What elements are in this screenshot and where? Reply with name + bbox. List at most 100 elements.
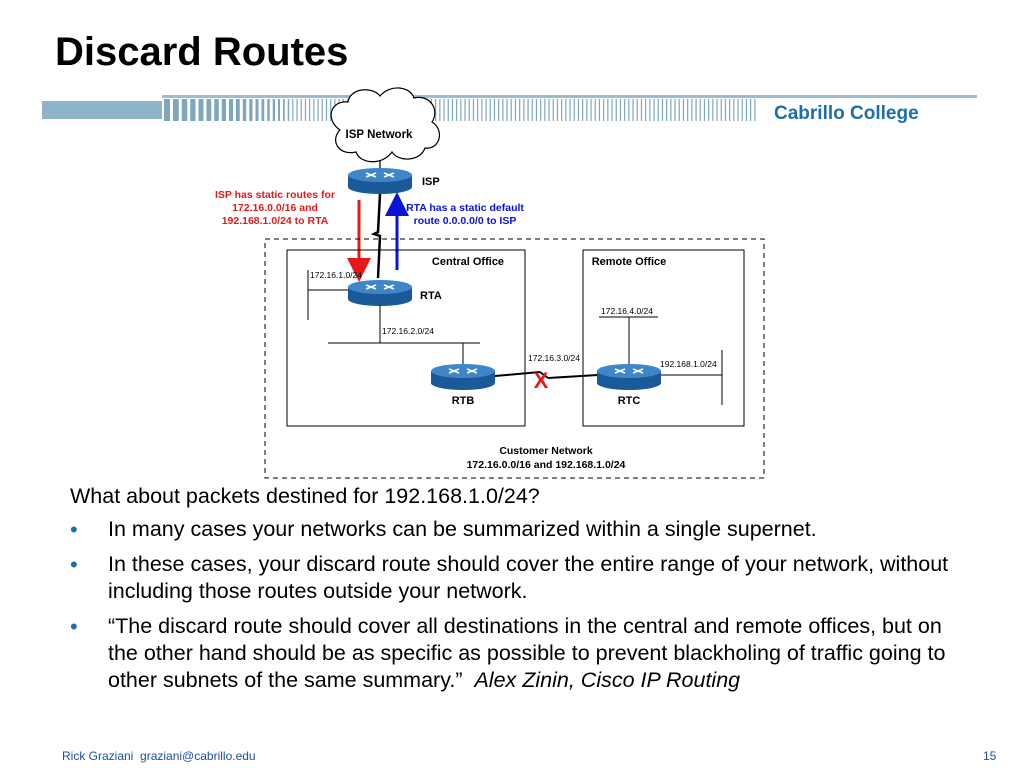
banner-stripe: [296, 99, 298, 121]
banner-stripe: [720, 99, 722, 121]
banner-stripe: [272, 99, 275, 121]
rtb-rtc-link-b: [539, 371, 549, 379]
isp-static-routes-note: ISP has static routes for 172.16.0.0/16 …: [215, 189, 335, 227]
banner-stripe: [624, 99, 626, 121]
banner-stripe: [493, 99, 496, 121]
banner-stripe: [649, 99, 651, 121]
banner-stripe: [477, 99, 479, 121]
banner-stripe: [582, 99, 584, 121]
banner-stripe: [236, 99, 240, 121]
banner-stripe: [519, 99, 521, 121]
banner-stripe: [544, 99, 546, 121]
banner-stripe: [645, 99, 647, 121]
banner-stripe: [695, 99, 697, 121]
banner-stripe: [535, 99, 538, 121]
banner-stripe: [716, 99, 718, 121]
banner-stripe: [594, 99, 596, 121]
rtc-router-icon: [597, 364, 661, 390]
banner-stripe: [682, 99, 685, 121]
bullet-list: • In many cases your networks can be sum…: [70, 516, 970, 694]
banner-stripe: [523, 99, 525, 121]
banner-stripe: [181, 99, 188, 121]
banner-stripe: [456, 99, 458, 121]
banner-stripe: [678, 99, 680, 121]
banner-stripe: [313, 99, 315, 121]
banner-stripe: [325, 99, 328, 121]
isp-note-line-2: 172.16.0.0/16 and: [232, 202, 318, 214]
footer-email[interactable]: graziani@cabrillo.edu: [140, 749, 256, 763]
banner-stripe: [724, 99, 727, 121]
banner-stripe: [611, 99, 613, 121]
rta-note-line-2: route 0.0.0.0/0 to ISP: [414, 215, 517, 227]
net-172-16-3-label: 172.16.3.0/24: [528, 353, 580, 363]
banner-stripe: [548, 99, 550, 121]
bullet-text: In these cases, your discard route shoul…: [108, 552, 949, 603]
banner-stripe: [632, 99, 634, 121]
bullet-item: • In many cases your networks can be sum…: [70, 516, 970, 543]
banner-stripe: [619, 99, 622, 121]
banner-stripe: [661, 99, 664, 121]
banner-stripe: [214, 99, 219, 121]
central-office-label: Central Office: [432, 256, 504, 268]
rta-note-line-1: RTA has a static default: [406, 202, 524, 214]
banner-stripe: [460, 99, 462, 121]
banner-stripe: [249, 99, 253, 121]
banner-stripe: [691, 99, 693, 121]
banner-stripe: [229, 99, 233, 121]
banner-stripe: [498, 99, 500, 121]
banner-stripe: [729, 99, 731, 121]
bullet-icon: •: [70, 517, 78, 542]
banner-stripe: [317, 99, 319, 121]
banner-stripe: [278, 99, 280, 121]
banner-stripe: [451, 99, 454, 121]
banner-stripe: [330, 99, 332, 121]
banner-stripe: [198, 99, 204, 121]
banner-stripe: [540, 99, 542, 121]
banner-stripe: [527, 99, 529, 121]
banner-stripe: [699, 99, 701, 121]
banner-stripe: [590, 99, 592, 121]
isp-note-line-3: 192.168.1.0/24 to RTA: [222, 215, 329, 227]
banner-stripe: [206, 99, 212, 121]
banner-stripe: [565, 99, 567, 121]
rtb-rtc-link-a: [494, 371, 541, 377]
banner-stripe: [531, 99, 533, 121]
banner-stripe: [556, 99, 559, 121]
banner-stripe: [607, 99, 609, 121]
rta-default-route-note: RTA has a static default route 0.0.0.0/0…: [406, 202, 524, 227]
quote-author: Alex Zinin, Cisco IP Routing: [474, 668, 741, 692]
banner-stripe: [598, 99, 601, 121]
banner-stripe: [300, 99, 302, 121]
banner-stripe: [309, 99, 311, 121]
banner-stripe: [267, 99, 270, 121]
rta-label: RTA: [420, 290, 442, 302]
banner-stripe: [489, 99, 491, 121]
bullet-item: • In these cases, your discard route sho…: [70, 551, 970, 605]
banner-stripe: [287, 99, 290, 121]
banner-stripe: [552, 99, 554, 121]
banner-stripe: [304, 99, 307, 121]
banner-stripe: [510, 99, 512, 121]
college-logo-text: Cabrillo College: [774, 103, 919, 124]
bullet-text: In many cases your networks can be summa…: [108, 517, 817, 541]
remote-office-label: Remote Office: [592, 256, 667, 268]
isp-router-icon: [348, 168, 412, 194]
banner-stripe: [164, 99, 170, 121]
bullet-text: “The discard route should cover all dest…: [108, 614, 946, 692]
net-172-16-4-label: 172.16.4.0/24: [601, 306, 653, 316]
banner-stripe: [653, 99, 655, 121]
net-172-16-1-label: 172.16.1.0/24: [310, 270, 362, 280]
isp-cloud-label: ISP Network: [346, 129, 413, 141]
serial-link-isp-rta: [370, 193, 382, 279]
lead-question: What about packets destined for 192.168.…: [70, 484, 540, 508]
banner-stripe: [321, 99, 323, 121]
banner-stripe: [640, 99, 643, 121]
banner-stripe: [745, 99, 748, 121]
isp-cloud: [330, 87, 441, 163]
banner-stripe: [636, 99, 638, 121]
bullet-icon: •: [70, 614, 78, 639]
net-192-168-1-label: 192.168.1.0/24: [660, 359, 717, 369]
isp-note-line-1: ISP has static routes for: [215, 189, 335, 201]
central-office-box: [286, 249, 526, 427]
